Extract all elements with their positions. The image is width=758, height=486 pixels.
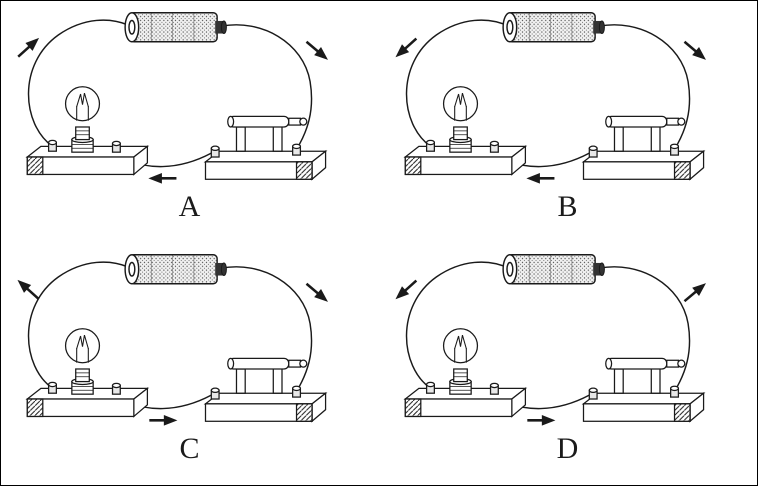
current-arrow-right <box>679 277 711 307</box>
circuit-panel-b: B <box>379 1 757 243</box>
current-arrow-bottom <box>148 413 179 427</box>
current-arrow-right <box>679 36 711 66</box>
circuit-panel-d: D <box>379 243 757 485</box>
current-arrow-bottom <box>147 171 178 185</box>
circuit-diagram-a <box>14 11 333 185</box>
current-arrow-left <box>14 274 44 304</box>
panel-label-c: C <box>179 432 201 465</box>
current-arrow-bottom <box>526 413 557 427</box>
circuit-panel-c: C <box>1 243 379 485</box>
circuit-diagram-c <box>14 253 333 427</box>
current-arrow-right <box>301 36 333 66</box>
current-arrow-right <box>301 278 333 308</box>
panel-label-d: D <box>556 432 580 465</box>
panel-label-a: A <box>178 190 202 223</box>
panel-label-b: B <box>557 190 579 223</box>
circuit-diagram-d <box>392 253 711 427</box>
circuit-panel-a: A <box>1 1 379 243</box>
circuit-diagram-b <box>392 11 711 185</box>
current-arrow-bottom <box>525 171 556 185</box>
